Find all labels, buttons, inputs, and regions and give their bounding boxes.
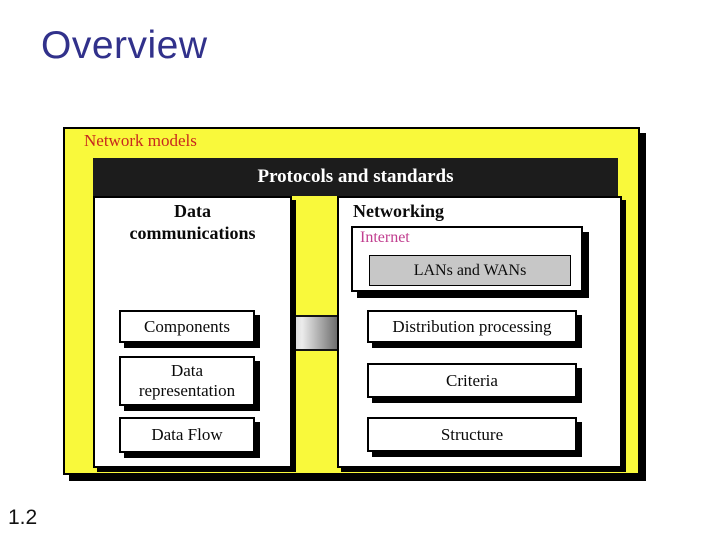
internet-box: Internet LANs and WANs xyxy=(351,226,583,292)
slide-title: Overview xyxy=(41,24,208,67)
structure-box: Structure xyxy=(367,417,577,452)
left-panel-title: Data communications xyxy=(129,201,256,243)
data-communications-panel: Data communications Components Data repr… xyxy=(93,196,292,468)
right-panel-title: Networking xyxy=(353,201,444,221)
protocols-header-text: Protocols and standards xyxy=(257,166,454,187)
internet-label: Internet xyxy=(360,229,410,246)
lans-and-wans-box: LANs and WANs xyxy=(369,255,571,286)
networking-panel: Networking Internet LANs and WANs Distri… xyxy=(337,196,622,468)
data-flow-box: Data Flow xyxy=(119,417,255,453)
criteria-box: Criteria xyxy=(367,363,577,398)
distribution-processing-box: Distribution processing xyxy=(367,310,577,343)
protocols-header-bar: Protocols and standards xyxy=(93,158,618,196)
data-representation-box: Data representation xyxy=(119,356,255,406)
diagram-caption: Network models xyxy=(84,131,197,150)
panel-connector-bar xyxy=(287,315,337,351)
components-box: Components xyxy=(119,310,255,343)
network-models-diagram: Network models Protocols and standards D… xyxy=(63,127,640,475)
slide-page-number: 1.2 xyxy=(8,506,38,529)
